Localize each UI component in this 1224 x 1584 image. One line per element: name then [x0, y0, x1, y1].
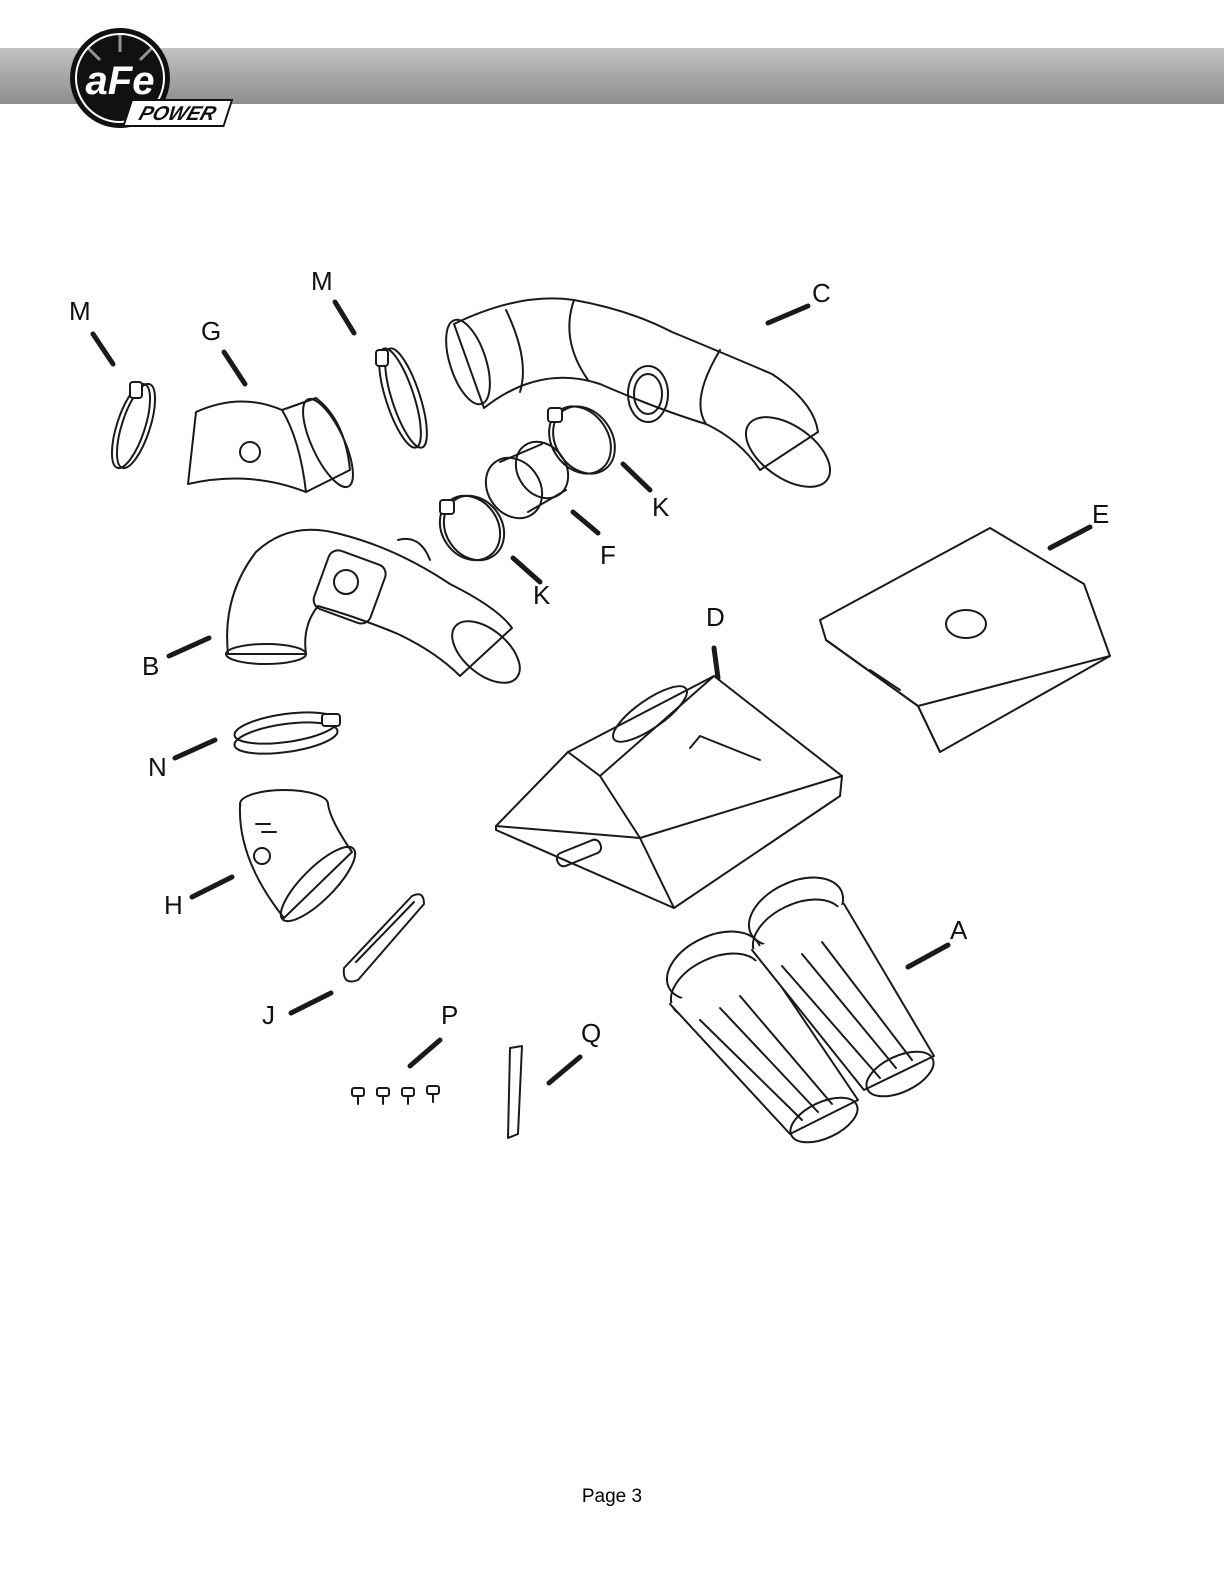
tie-q — [507, 1045, 523, 1139]
callout-d: D — [706, 602, 725, 632]
clamp-k-lower — [438, 494, 506, 562]
clamp-m-left — [110, 381, 157, 470]
callout-f: F — [600, 540, 616, 570]
callout-a: A — [950, 915, 968, 945]
elbow-h — [238, 789, 357, 923]
lid-e — [819, 527, 1111, 753]
callout-n: N — [148, 752, 167, 782]
callout-c: C — [812, 278, 831, 308]
callout-q: Q — [581, 1018, 602, 1048]
callout-k-upper: K — [652, 492, 670, 522]
strap-j — [342, 893, 425, 983]
callout-b: B — [142, 651, 160, 681]
callout-g: G — [201, 316, 222, 346]
callout-p: P — [441, 1000, 459, 1030]
filter-a-right — [747, 876, 935, 1098]
elbow-g — [187, 397, 354, 493]
leader-lines — [90, 299, 1093, 1086]
screw — [426, 1085, 440, 1103]
callout-m-left: M — [69, 296, 91, 326]
tube-b — [225, 528, 521, 684]
filter-a-left — [665, 930, 859, 1144]
screw — [376, 1087, 390, 1105]
svg-text:POWER: POWER — [136, 102, 219, 124]
callout-j: J — [262, 1000, 275, 1030]
clamp-k-upper — [547, 405, 616, 475]
svg-text:aFe: aFe — [86, 59, 155, 103]
screw — [351, 1087, 365, 1105]
page-number: Page 3 — [581, 1486, 643, 1507]
screw — [401, 1087, 415, 1105]
coupler-f — [484, 440, 570, 520]
screws-p — [351, 1085, 440, 1105]
callout-m-middle: M — [311, 266, 333, 296]
callout-e: E — [1092, 499, 1110, 529]
afe-power-logo: aFe POWER — [68, 22, 238, 134]
clamp-n — [233, 711, 341, 755]
airbox-d — [495, 675, 843, 909]
clamp-m-middle — [375, 347, 428, 449]
callout-k-lower: K — [533, 580, 551, 610]
tube-c — [445, 297, 832, 488]
callout-h: H — [164, 890, 183, 920]
header-band — [0, 48, 1224, 104]
